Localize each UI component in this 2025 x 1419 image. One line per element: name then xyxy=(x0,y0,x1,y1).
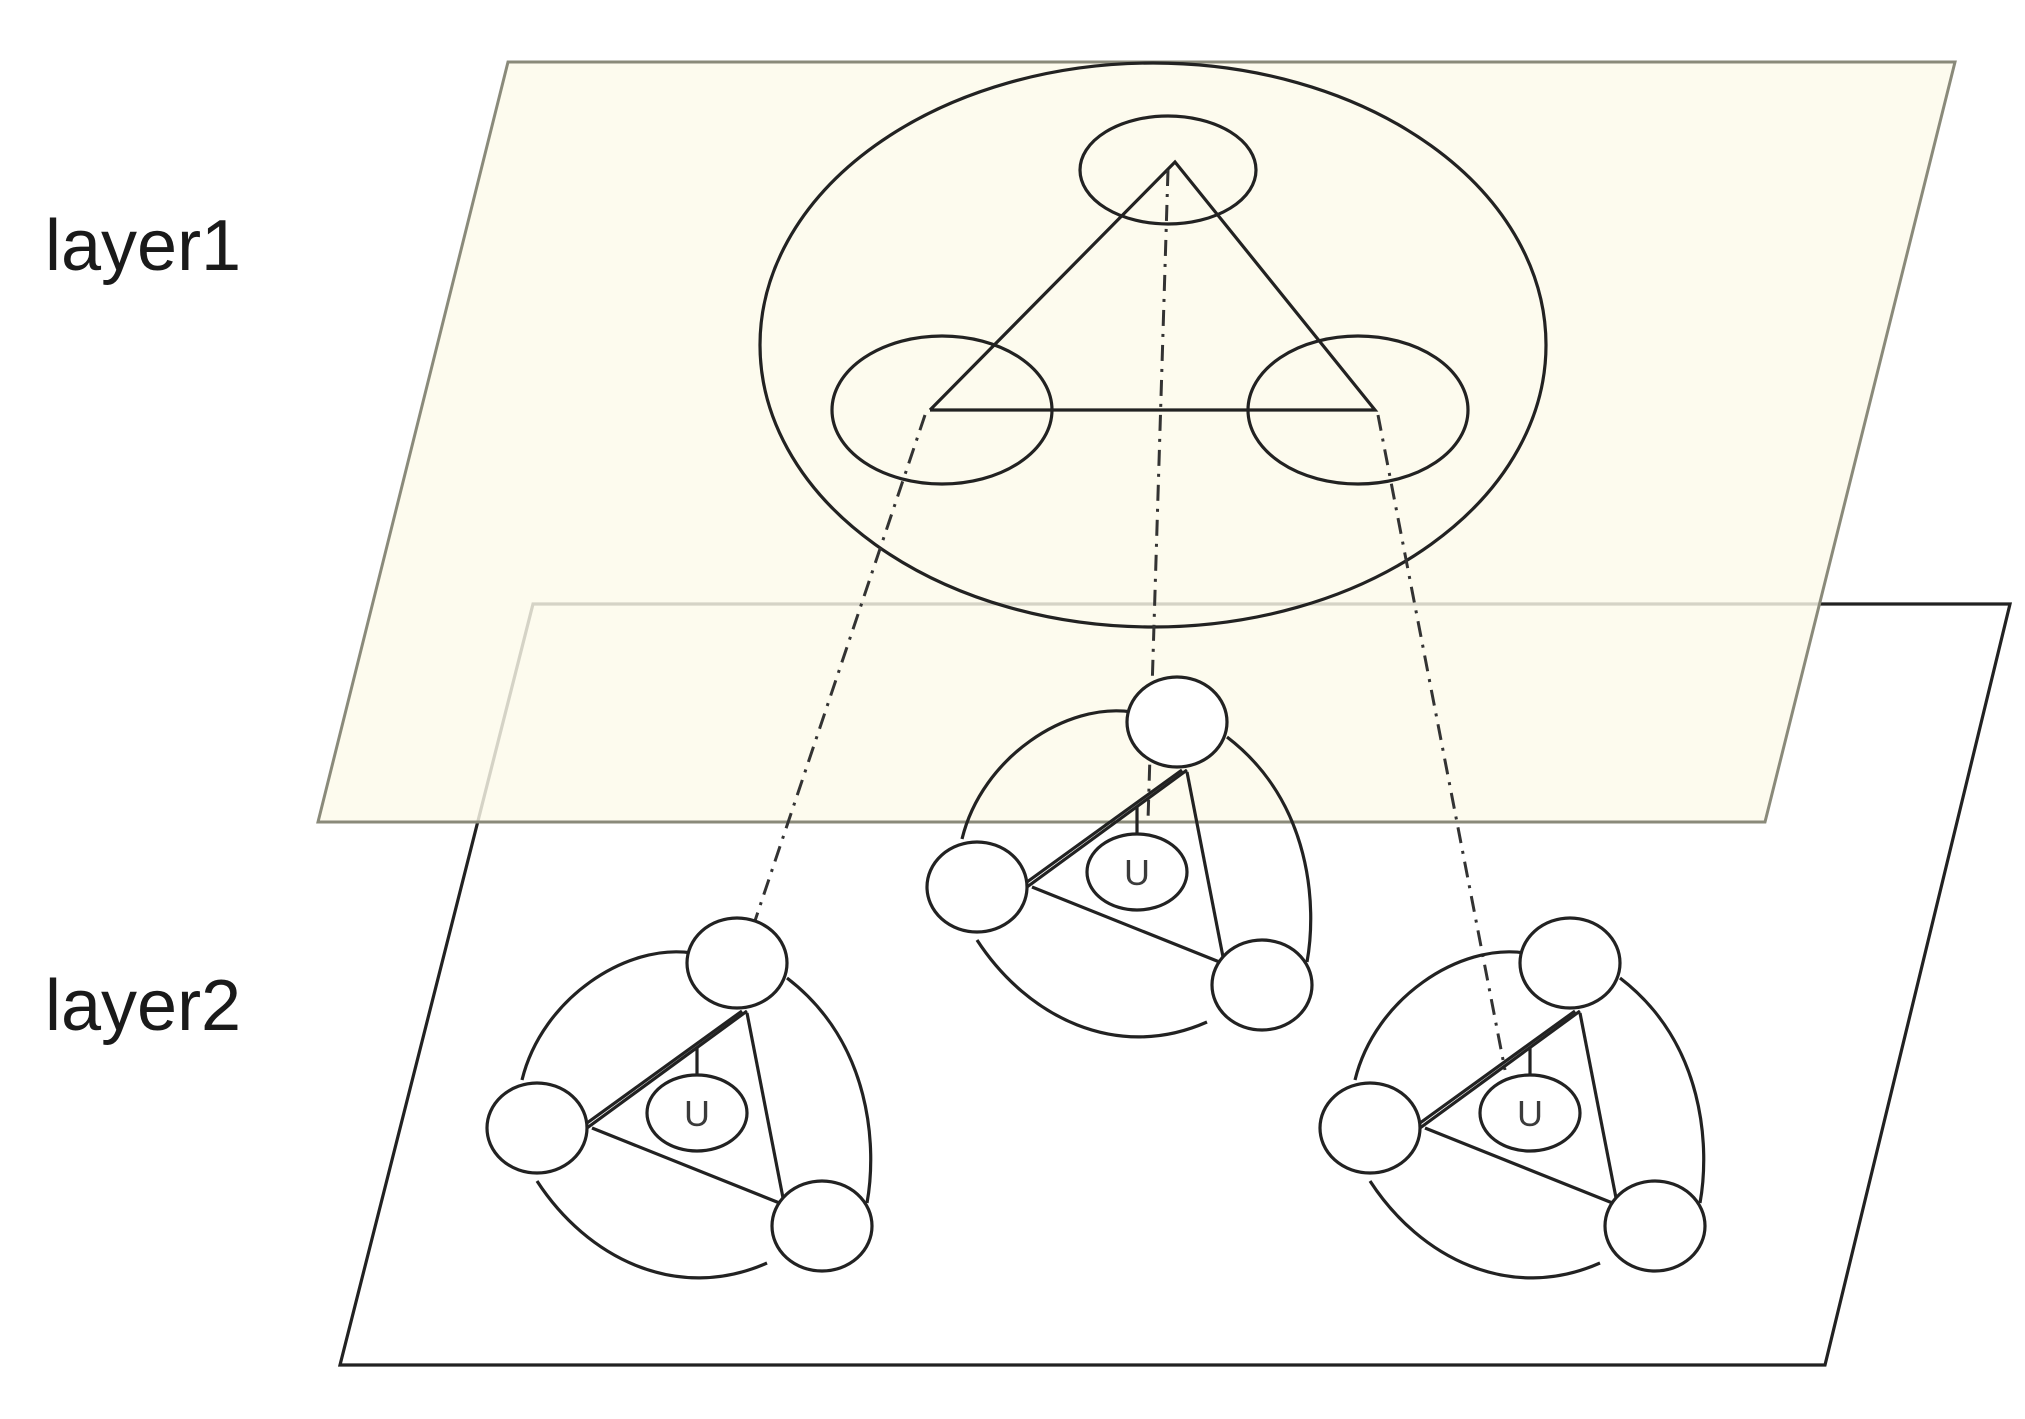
curved-edge-left-to-top xyxy=(520,950,693,1081)
cluster-center: U xyxy=(925,675,1314,1039)
node-left xyxy=(1318,1081,1422,1175)
cluster-right: U xyxy=(1318,916,1707,1280)
node-right xyxy=(770,1179,874,1273)
node-right xyxy=(1603,1179,1707,1273)
curved-edge-top-to-right xyxy=(1619,976,1706,1204)
edge-top-to-left xyxy=(1419,1009,1576,1125)
inter-layer-projections xyxy=(723,169,1507,1071)
curved-edge-right-to-left xyxy=(1368,1180,1601,1280)
node-left xyxy=(485,1081,589,1175)
edge-top-to-left xyxy=(586,1009,743,1125)
layer1-triangle xyxy=(928,159,1379,412)
edge-top-to-right xyxy=(745,1012,786,1204)
edge-top-to-right xyxy=(1185,771,1226,963)
node-top xyxy=(685,916,789,1010)
edge-left-to-right xyxy=(1031,885,1233,969)
curved-edge-right-to-left xyxy=(975,939,1208,1039)
curved-edge-top-to-right xyxy=(786,976,873,1204)
projection-right xyxy=(1376,414,1507,1071)
edge-left-to-top xyxy=(586,1009,748,1130)
edge-left-to-right xyxy=(591,1126,793,1210)
layer1-plane xyxy=(316,60,1957,824)
curved-edge-top-to-right xyxy=(1226,735,1313,963)
edge-left-to-top xyxy=(1026,768,1188,889)
node-right xyxy=(1210,938,1314,1032)
curved-edge-right-to-left xyxy=(535,1180,768,1280)
layer2-clusters: U U U xyxy=(485,675,1707,1280)
edge-left-to-right xyxy=(1424,1126,1626,1210)
cluster-left: U xyxy=(485,916,874,1280)
curved-edge-left-to-top xyxy=(960,709,1133,840)
node-top xyxy=(1125,675,1229,769)
edge-top-to-left xyxy=(1026,768,1183,884)
self-loop-label: U xyxy=(1124,852,1150,893)
projection-center xyxy=(1146,169,1170,821)
layer1-node-top xyxy=(1078,114,1258,226)
layer2-label: layer2 xyxy=(45,966,241,1046)
self-loop-label: U xyxy=(684,1093,710,1134)
layer1-label: layer1 xyxy=(45,206,241,286)
node-top xyxy=(1518,916,1622,1010)
edge-left-to-top xyxy=(1419,1009,1581,1130)
node-left xyxy=(925,840,1029,934)
self-loop-label: U xyxy=(1517,1093,1543,1134)
curved-edge-left-to-top xyxy=(1353,950,1526,1081)
edge-top-to-right xyxy=(1578,1012,1619,1204)
